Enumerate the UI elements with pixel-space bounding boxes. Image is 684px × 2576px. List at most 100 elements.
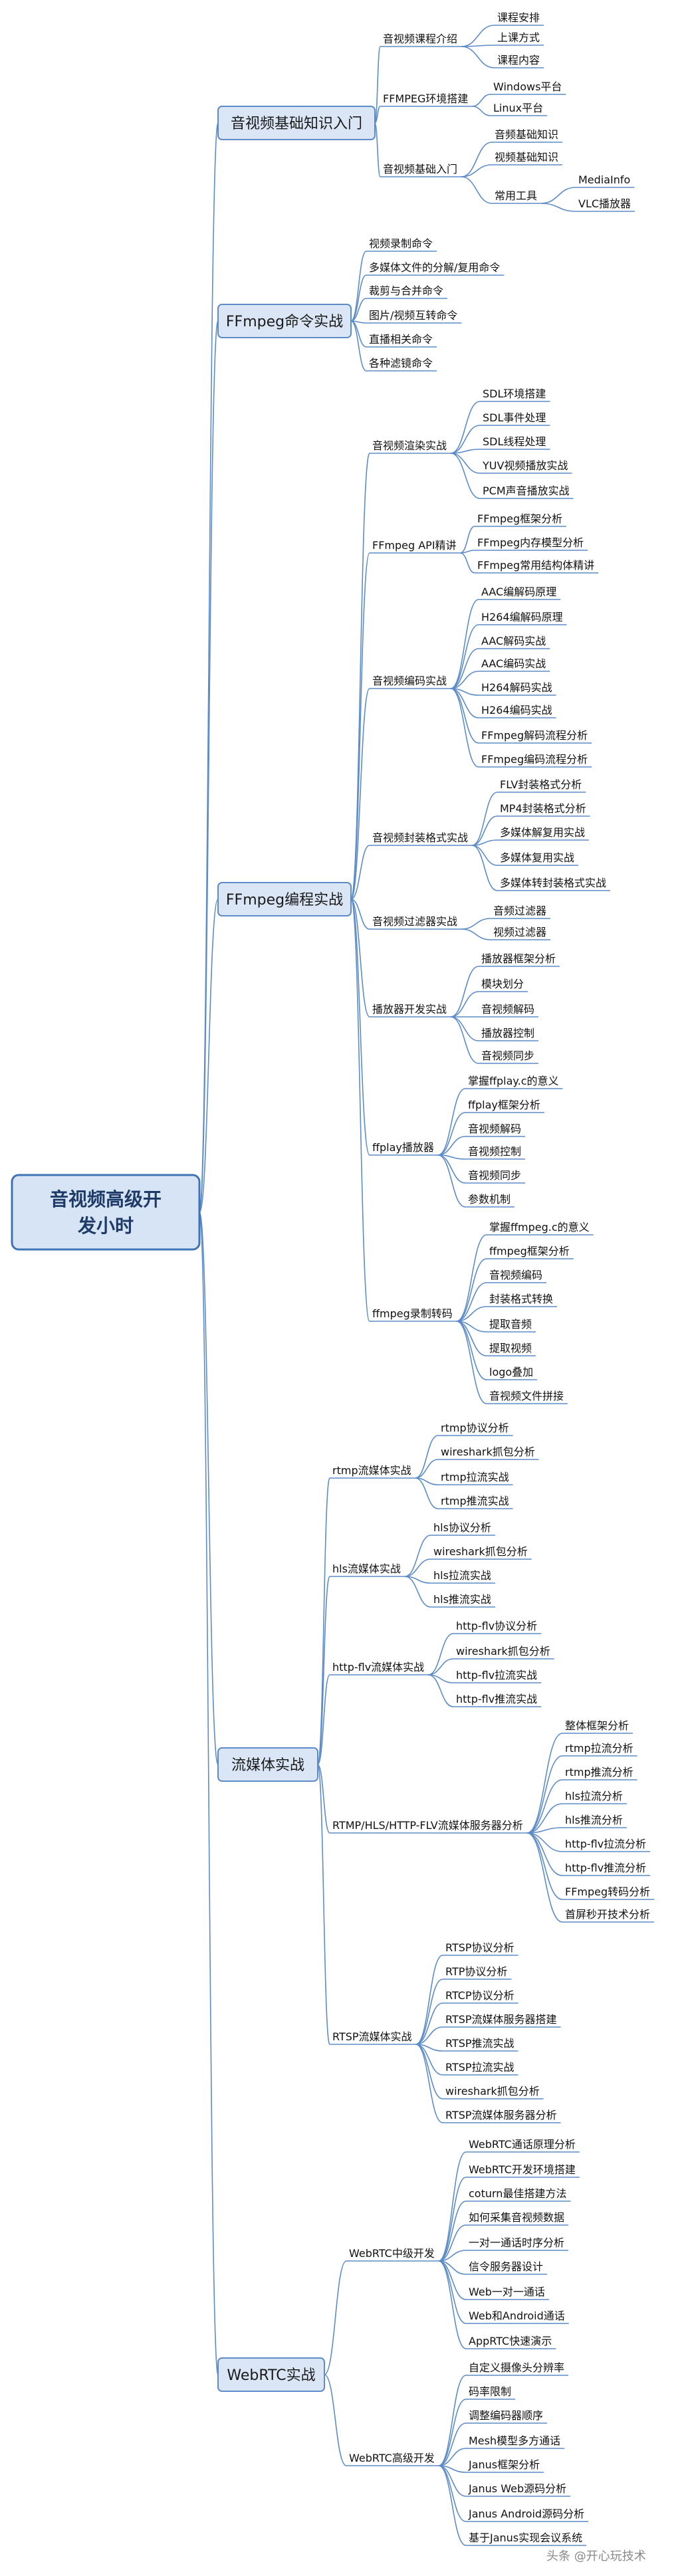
connector — [461, 142, 493, 177]
leaf-label: 基于Janus实现会议系统 — [469, 2531, 582, 2544]
connector — [438, 2448, 467, 2466]
leaf-label: SDL环境搭建 — [483, 387, 546, 400]
leaf-label: Web和Android通话 — [469, 2309, 565, 2322]
root-title: 发小时 — [77, 1215, 134, 1237]
connector — [526, 1832, 563, 1923]
connector — [317, 1576, 330, 1765]
leaf-label: 多媒体复用实战 — [500, 851, 574, 864]
leaf-label: wireshark抓包分析 — [433, 1545, 528, 1558]
leaf-label: Janus Web源码分析 — [468, 2482, 566, 2495]
branch-node — [217, 2357, 325, 2392]
subtopic-label: 音视频基础入门 — [383, 163, 457, 175]
leaf-label: 掌握ffmpeg.c的意义 — [489, 1221, 590, 1234]
branch-node — [217, 106, 376, 140]
leaf-label: Mesh模型多方通话 — [469, 2434, 560, 2447]
connector — [450, 453, 481, 474]
leaf-label: 参数机制 — [468, 1193, 511, 1206]
leaf-label: 音视频解码 — [468, 1123, 521, 1135]
connector — [456, 1258, 487, 1322]
branch-label: 音视频基础知识入门 — [231, 116, 362, 132]
connector — [450, 671, 479, 689]
subtopic-label: RTMP/HLS/HTTP-FLV流媒体服务器分析 — [332, 1819, 523, 1832]
connector — [324, 2374, 347, 2466]
connector — [450, 688, 479, 768]
connector — [472, 106, 491, 116]
connector — [526, 1832, 563, 1852]
connector — [471, 792, 498, 846]
connector — [199, 899, 219, 1213]
leaf-label: FFmpeg转码分析 — [565, 1885, 650, 1898]
leaf-label: RTSP推流实战 — [445, 2037, 514, 2050]
branch-node — [217, 304, 352, 338]
leaf-label: AAC编码实战 — [481, 657, 546, 670]
connector — [404, 1558, 431, 1577]
connector — [415, 2044, 443, 2099]
connector — [415, 2002, 443, 2045]
leaf-label: 视频基础知识 — [495, 151, 558, 163]
connector — [438, 2399, 467, 2466]
connector — [437, 1088, 466, 1156]
connector — [437, 1112, 466, 1156]
leaf-label: H264编码实战 — [481, 704, 552, 716]
leaf-label: FFmpeg框架分析 — [477, 512, 562, 525]
leaf-label: Janus Android源码分析 — [468, 2508, 584, 2520]
connector — [350, 251, 367, 322]
leaf-label: wireshark抓包分析 — [445, 2085, 540, 2097]
connector — [456, 1282, 487, 1322]
mind-map-nodes: 音视频高级开发小时音视频基础知识入门音视频课程介绍课程安排上课方式课程内容FFM… — [11, 11, 655, 2546]
connector — [460, 526, 475, 554]
subtopic-label: ffplay播放器 — [372, 1141, 434, 1154]
leaf-label: SDL事件处理 — [483, 411, 546, 424]
leaf-label: hls推流分析 — [565, 1814, 623, 1826]
connector — [350, 552, 370, 900]
connector — [450, 991, 479, 1018]
leaf-label: Linux平台 — [493, 102, 543, 114]
branch-label: 流媒体实战 — [231, 1757, 304, 1774]
connector — [450, 648, 479, 689]
leaf-label: 常用工具 — [495, 189, 537, 202]
leaf-label: 多媒体解复用实战 — [500, 826, 585, 839]
leaf-label: FFmpeg编码流程分析 — [481, 753, 588, 766]
connector — [438, 2375, 467, 2466]
connector — [428, 1674, 454, 1707]
leaf-label: 音频过滤器 — [493, 905, 546, 917]
leaf-label: PCM声音播放实战 — [483, 484, 570, 497]
leaf-label: FLV封装格式分析 — [500, 778, 582, 791]
connector — [428, 1658, 454, 1675]
leaf-label: 音视频同步 — [481, 1049, 534, 1062]
connector — [404, 1535, 431, 1577]
connector — [199, 1212, 219, 2375]
subtopic-label: 视频录制命令 — [369, 237, 433, 250]
connector — [460, 552, 475, 574]
connector — [350, 688, 370, 900]
tool-label: VLC播放器 — [578, 197, 631, 210]
leaf-label: 一对一通话时序分析 — [469, 2236, 564, 2249]
subtopic-label: 音视频编码实战 — [372, 675, 447, 687]
leaf-label: RTSP协议分析 — [445, 1941, 514, 1954]
leaf-label: 多媒体转封装格式实战 — [500, 877, 606, 889]
leaf-label: Web一对一通话 — [469, 2286, 545, 2298]
connector — [350, 899, 370, 1156]
connector — [456, 1321, 487, 1380]
connector — [324, 2260, 347, 2375]
connector — [526, 1803, 563, 1834]
leaf-label: http-flv推流实战 — [456, 1693, 537, 1705]
connector — [450, 453, 481, 499]
connector — [461, 928, 491, 940]
leaf-label: MP4封装格式分析 — [500, 802, 586, 815]
connector — [541, 187, 576, 204]
connector — [199, 1212, 219, 1765]
connector — [450, 425, 481, 454]
connector — [438, 2465, 467, 2522]
leaf-label: logo叠加 — [489, 1366, 533, 1378]
leaf-label: 整体框架分析 — [565, 1719, 629, 1732]
subtopic-label: ffmpeg录制转码 — [372, 1307, 453, 1320]
connector — [350, 320, 367, 372]
leaf-label: 首屏秒开技术分析 — [565, 1908, 650, 1921]
connector — [438, 2465, 467, 2546]
subtopic-label: FFmpeg API精讲 — [372, 539, 457, 552]
connector — [472, 94, 491, 107]
connector — [350, 899, 370, 1018]
connector — [450, 966, 479, 1018]
